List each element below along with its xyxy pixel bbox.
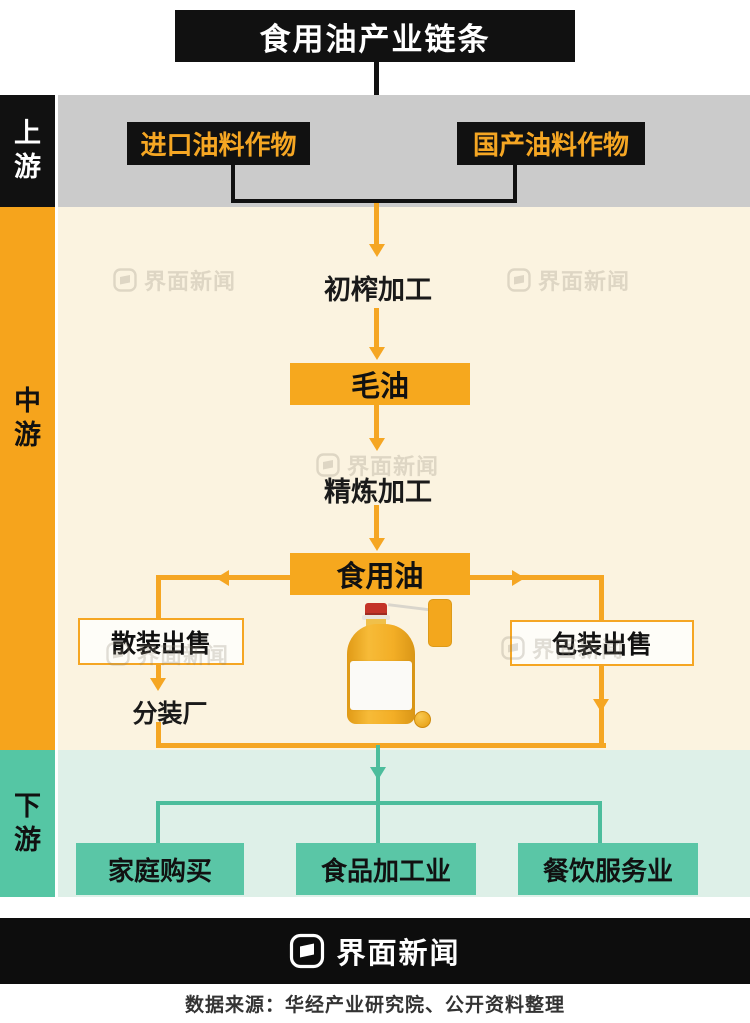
jiemian-logo-icon xyxy=(507,268,531,292)
watermark: 界面新闻 xyxy=(113,264,236,296)
line-left-drop-2 xyxy=(156,661,161,680)
sidebar-downstream-label: 下游 xyxy=(14,790,41,855)
bottle-label xyxy=(350,661,412,710)
arrow-down-icon xyxy=(369,438,385,451)
sidebar-midstream: 中游 xyxy=(0,207,55,750)
jiemian-logo-icon xyxy=(290,933,325,969)
watermark-text: 界面新闻 xyxy=(144,269,237,294)
jiemian-logo-icon xyxy=(316,453,340,477)
arrow-down-icon xyxy=(369,244,385,257)
jiemian-logo-icon xyxy=(106,642,130,666)
node-household-purchase: 家庭购买 xyxy=(76,843,244,895)
line-teal-drop-right xyxy=(598,801,602,843)
line-left-drop-3 xyxy=(156,722,161,748)
arrow-down-icon xyxy=(150,678,166,691)
line-branch-right xyxy=(470,575,604,580)
node-packaged-sale: 包装出售 xyxy=(510,620,694,666)
line-spine-1 xyxy=(374,203,379,244)
title-connector-line xyxy=(374,62,379,96)
node-household-label: 家庭购买 xyxy=(107,855,212,886)
node-edible-oil: 食用油 xyxy=(290,553,470,595)
arrow-down-icon xyxy=(370,767,386,780)
line-teal-drop-left xyxy=(156,801,160,843)
footer-bar: 界面新闻 xyxy=(0,918,750,984)
jiemian-logo-icon xyxy=(113,268,137,292)
node-packaged-sale-label: 包装出售 xyxy=(551,631,652,659)
watermark: 界面新闻 xyxy=(316,449,439,481)
label-refining-process: 精炼加工 xyxy=(324,477,432,507)
node-crude-oil-label: 毛油 xyxy=(350,371,409,403)
title-bar: 食用油产业链条 xyxy=(175,10,575,62)
node-domestic-crops-label: 国产油料作物 xyxy=(472,130,629,160)
line-upstream-merge xyxy=(231,199,517,203)
jiemian-logo-icon xyxy=(501,636,525,660)
sidebar-downstream: 下游 xyxy=(0,750,55,897)
watermark: 界面新闻 xyxy=(106,638,229,670)
bottle-ring xyxy=(362,615,390,620)
line-spine-2 xyxy=(374,308,379,347)
node-bulk-sale-label: 散装出售 xyxy=(110,629,211,658)
node-domestic-crops: 国产油料作物 xyxy=(457,122,645,165)
line-left-drop-1 xyxy=(156,575,161,618)
oil-droplet xyxy=(414,711,431,728)
node-imported-crops: 进口油料作物 xyxy=(127,122,310,165)
footer-brand: 界面新闻 xyxy=(336,938,461,970)
line-imported-drop xyxy=(231,165,235,203)
watermark-text: 界面新闻 xyxy=(532,637,625,662)
node-imported-crops-label: 进口油料作物 xyxy=(140,130,297,160)
arrow-down-icon xyxy=(369,347,385,360)
watermark: 界面新闻 xyxy=(501,632,624,664)
sidebar-upstream: 上游 xyxy=(0,95,55,207)
watermark: 界面新闻 xyxy=(507,264,630,296)
arrow-left-icon xyxy=(216,570,229,586)
data-source-note: 数据来源：华经产业研究院、公开资料整理 xyxy=(184,995,565,1016)
bottle-neck xyxy=(366,619,386,626)
arrow-down-icon xyxy=(369,538,385,551)
watermark-text: 界面新闻 xyxy=(347,454,440,479)
node-edible-oil-label: 食用油 xyxy=(336,561,424,593)
node-catering-label: 餐饮服务业 xyxy=(542,855,673,886)
watermark-text: 界面新闻 xyxy=(538,269,631,294)
arrow-down-icon xyxy=(593,699,609,712)
line-spine-3 xyxy=(374,405,379,438)
node-bulk-sale: 散装出售 xyxy=(78,618,244,665)
node-crude-oil: 毛油 xyxy=(290,363,470,405)
page-title: 食用油产业链条 xyxy=(259,21,491,57)
bottle-cap xyxy=(365,603,387,616)
line-teal-branch xyxy=(156,801,602,805)
line-domestic-drop xyxy=(513,165,517,203)
line-spine-4 xyxy=(374,505,379,538)
node-catering-service: 餐饮服务业 xyxy=(518,843,698,895)
label-repack-plant: 分装厂 xyxy=(132,700,208,728)
watermark-text: 界面新闻 xyxy=(137,643,230,668)
line-bottom-collector xyxy=(156,743,606,748)
line-teal-spine xyxy=(376,745,380,843)
arrow-right-icon xyxy=(512,570,525,586)
sidebar-upstream-label: 上游 xyxy=(14,118,41,182)
node-food-processing: 食品加工业 xyxy=(296,843,476,895)
label-pressing-process: 初榨加工 xyxy=(324,275,432,305)
sidebar-midstream-label: 中游 xyxy=(14,386,41,450)
node-food-processing-label: 食品加工业 xyxy=(320,855,451,886)
bottle-handle xyxy=(428,599,452,647)
